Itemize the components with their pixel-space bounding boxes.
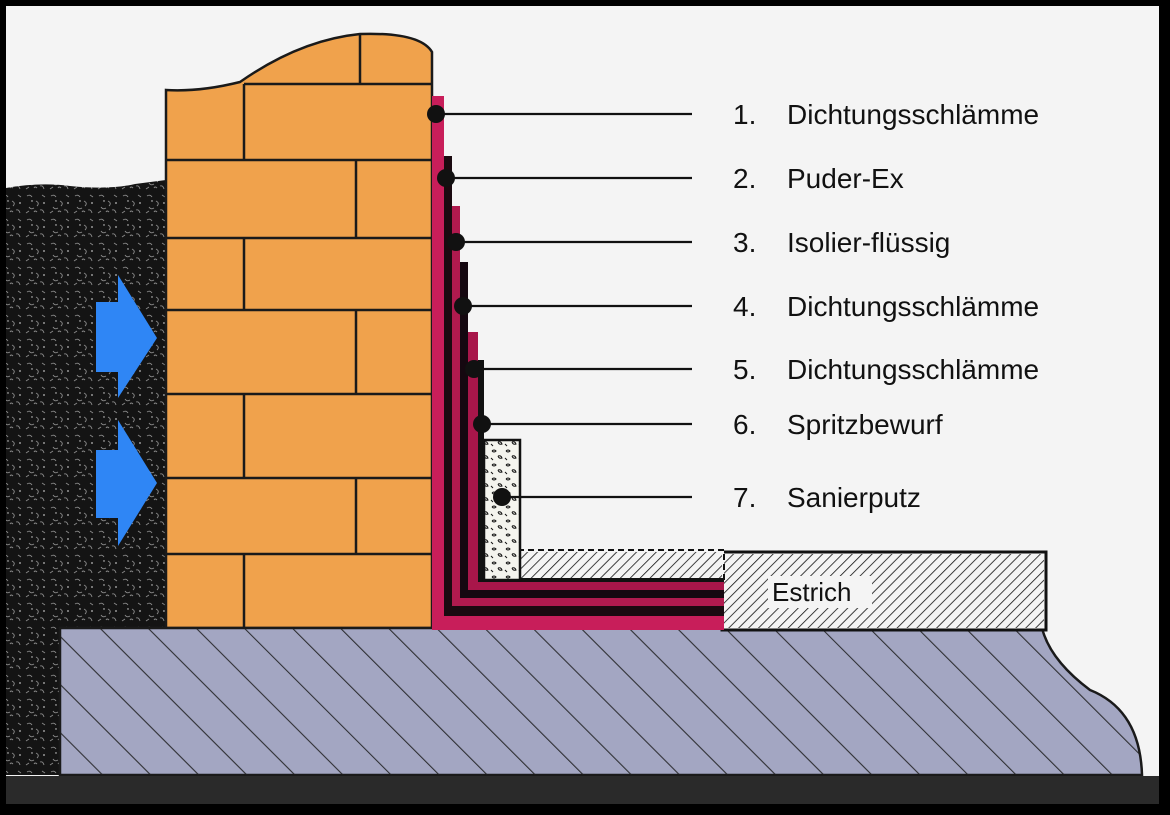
leader-dot — [454, 297, 472, 315]
layer-name: Isolier-flüssig — [787, 227, 950, 258]
sanierputz-block — [482, 438, 522, 582]
leader-dot — [493, 488, 511, 506]
leader-dot — [465, 360, 483, 378]
layer-name: Puder-Ex — [787, 163, 904, 194]
layer-name: Sanierputz — [787, 482, 921, 513]
water-pressure-arrow-icon — [96, 275, 157, 398]
layer-name: Spritzbewurf — [787, 409, 943, 440]
layer-number: 7. — [733, 482, 756, 513]
layer-name: Dichtungsschlämme — [787, 354, 1039, 385]
leader-lines — [427, 105, 692, 506]
layer-number: 4. — [733, 291, 756, 322]
layer-labels: 1. Dichtungsschlämme 2. Puder-Ex 3. Isolier-f… — [733, 99, 1039, 513]
layer-number: 3. — [733, 227, 756, 258]
leader-dot — [473, 415, 491, 433]
screed-label: Estrich — [772, 577, 851, 607]
layer-number: 5. — [733, 354, 756, 385]
water-pressure-arrow-icon — [96, 420, 157, 546]
screed: Estrich — [517, 549, 1048, 632]
leader-dot — [447, 233, 465, 251]
bottom-bar — [6, 776, 1159, 804]
layer-name: Dichtungsschlämme — [787, 99, 1039, 130]
layer-number: 1. — [733, 99, 756, 130]
layer-number: 6. — [733, 409, 756, 440]
layer-number: 2. — [733, 163, 756, 194]
leader-dot — [437, 169, 455, 187]
leader-dot — [427, 105, 445, 123]
brick-wall — [164, 32, 434, 630]
layer-name: Dichtungsschlämme — [787, 291, 1039, 322]
